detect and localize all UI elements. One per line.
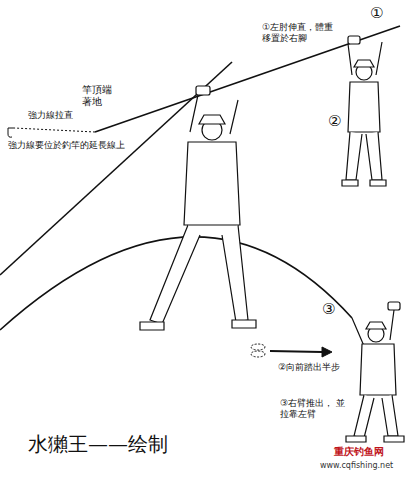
angler-figure-1-part	[342, 180, 386, 186]
angler-figure-2	[140, 86, 256, 330]
step-arrow-part	[251, 351, 265, 357]
author-credit: 水獺王——绘制	[28, 432, 168, 456]
line-note: 強力線要位於釣竿的延長線上	[8, 140, 125, 151]
angler-figure-1-part	[348, 82, 380, 132]
angler-figure-2-part	[150, 225, 248, 324]
fishing-rod	[0, 26, 400, 330]
angler-figure-1-part	[346, 132, 382, 180]
rod-tip-note: 竿頂端 著地	[82, 84, 116, 108]
callout-number: ①	[370, 4, 383, 22]
callout-number: ②	[328, 112, 341, 130]
callout-number: ③	[322, 300, 335, 318]
fishing-line-part	[14, 128, 95, 132]
fishing-rod-part	[95, 26, 400, 132]
angler-figure-3-part	[352, 310, 394, 346]
angler-figure-3-part	[346, 436, 404, 442]
angler-figure-3	[346, 302, 404, 442]
angler-figure-3-part	[366, 322, 386, 329]
angler-figure-2-part	[184, 142, 240, 225]
angler-figure-2-part	[140, 320, 256, 330]
fishing-line	[8, 128, 95, 137]
angler-figure-1-part	[348, 36, 360, 44]
fishing-line-part	[8, 128, 14, 137]
step-arrow-part	[270, 351, 322, 352]
angler-figure-2-part	[196, 86, 210, 95]
step-note: ①左肘伸直，體重 移置於右腳	[262, 22, 342, 44]
step-arrow-part	[322, 347, 332, 357]
angler-figure-2-part	[199, 115, 225, 124]
angler-figure-1-part	[354, 60, 374, 67]
watermark: 重庆钓鱼网	[334, 446, 384, 458]
watermark: www.cqfishing.net	[320, 461, 393, 471]
step-note: ③右臂推出， 並拉靠左臂	[280, 398, 350, 420]
angler-figure-3-part	[354, 395, 398, 438]
angler-figure-1	[342, 36, 386, 186]
angler-figure-3-part	[360, 344, 396, 395]
step-note: ②向前踏出半步	[278, 362, 340, 373]
step-arrow-part	[251, 344, 265, 350]
step-arrow	[251, 344, 332, 357]
line-note: 強力線拉直	[28, 110, 73, 121]
angler-figure-3-part	[388, 302, 400, 310]
